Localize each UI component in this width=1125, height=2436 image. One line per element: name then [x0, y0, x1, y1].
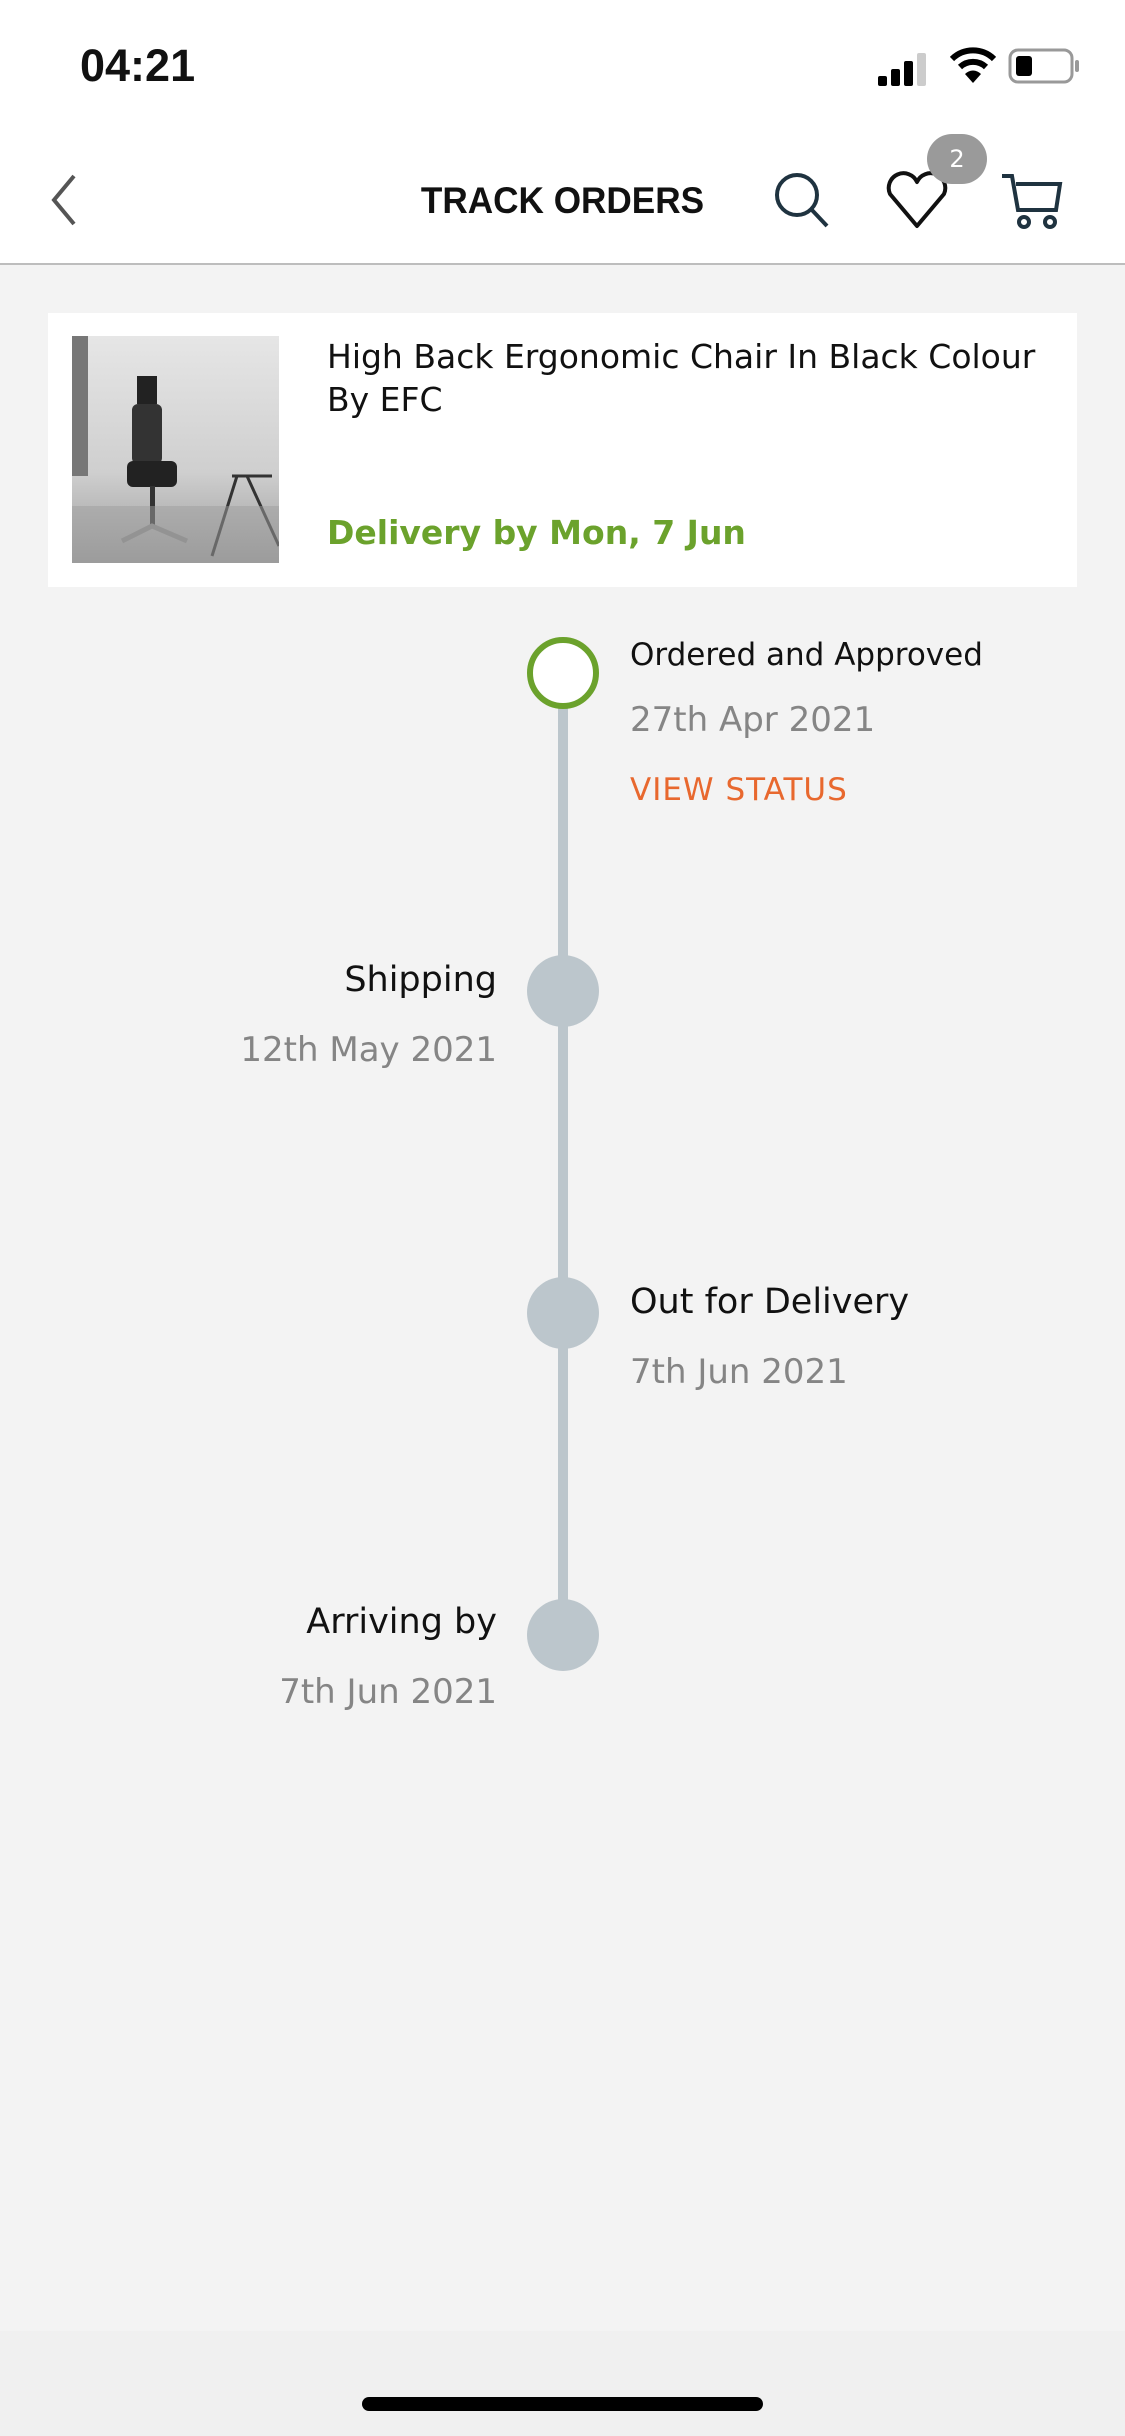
chair-image-icon: [72, 336, 279, 563]
battery-icon: [1008, 48, 1079, 84]
timeline-date-arriving: 7th Jun 2021: [279, 1672, 497, 1712]
view-status-link[interactable]: VIEW STATUS: [630, 772, 848, 808]
timeline-node-shipping: [527, 955, 599, 1027]
timeline-date-shipping: 12th May 2021: [240, 1030, 497, 1070]
product-image: [72, 336, 279, 563]
wishlist-count-badge: 2: [927, 134, 987, 184]
page-title: TRACK ORDERS: [420, 180, 705, 221]
nav-header: TRACK ORDERS 2: [0, 130, 1125, 265]
product-title[interactable]: High Back Ergonomic Chair In Black Colou…: [327, 337, 1036, 419]
timeline-date-out-for-delivery: 7th Jun 2021: [630, 1352, 848, 1392]
delivery-estimate: Delivery by Mon, 7 Jun: [327, 513, 746, 552]
timeline-label-arriving: Arriving by: [306, 1602, 497, 1642]
timeline-node-arriving: [527, 1599, 599, 1671]
timeline-node-ordered: [527, 637, 599, 709]
signal-icon: [878, 53, 926, 86]
timeline-label-out-for-delivery: Out for Delivery: [630, 1282, 910, 1322]
timeline-node-out-for-delivery: [527, 1277, 599, 1349]
back-icon[interactable]: [44, 170, 84, 230]
search-icon[interactable]: [772, 170, 832, 230]
status-time: 04:21: [80, 40, 196, 91]
timeline-track: [558, 690, 568, 1635]
bottom-safe-area: [0, 2331, 1125, 2436]
status-bar: 04:21: [0, 0, 1125, 130]
cart-icon[interactable]: [1000, 170, 1066, 236]
timeline-date-ordered: 27th Apr 2021: [630, 700, 876, 740]
order-product-card[interactable]: High Back Ergonomic Chair In Black Colou…: [48, 313, 1077, 587]
timeline-label-ordered: Ordered and Approved: [630, 637, 983, 673]
home-indicator[interactable]: [362, 2397, 763, 2411]
wifi-icon: [950, 47, 996, 83]
timeline-label-shipping: Shipping: [344, 960, 497, 1000]
